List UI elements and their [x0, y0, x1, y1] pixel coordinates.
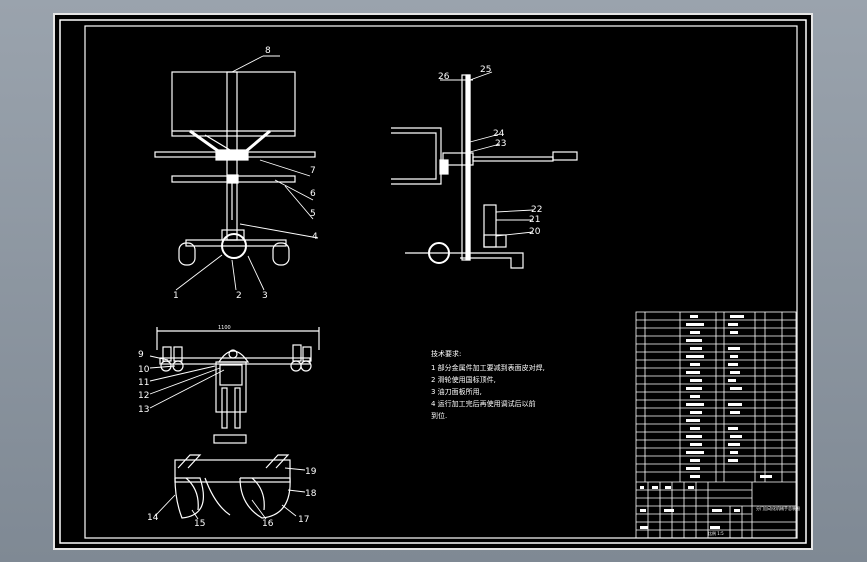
part-label-14: 14: [147, 513, 159, 523]
part-label-25: 25: [480, 65, 491, 75]
side-view: [391, 74, 578, 269]
part-label-2: 2: [236, 291, 242, 301]
part-label-7: 7: [310, 166, 316, 176]
tech-req-line-4: 4 运行加工完后再使用调试后以前: [431, 399, 536, 408]
part-label-11: 11: [138, 378, 149, 388]
part-label-20: 20: [529, 227, 541, 237]
part-label-3: 3: [262, 291, 268, 301]
outer-border: [59, 19, 807, 544]
tech-req-heading: 技术要求:: [431, 349, 461, 358]
part-label-21: 21: [529, 215, 540, 225]
inner-frame: [84, 25, 798, 539]
tech-req-line-5: 到位.: [431, 411, 447, 420]
part-label-24: 24: [493, 129, 505, 139]
overall-width-dimension: 1100: [218, 325, 231, 331]
part-label-22: 22: [531, 205, 542, 215]
technical-requirements: 技术要求: 1 部分金属件加工要减到表面皮对焊, 2 滑轮使用国标顶件, 3 油…: [431, 349, 545, 420]
part-label-12: 12: [138, 391, 149, 401]
part-label-4: 4: [312, 232, 318, 242]
part-label-10: 10: [138, 365, 150, 375]
parts-list-rows: [640, 315, 772, 529]
part-label-18: 18: [305, 489, 317, 499]
part-label-23: 23: [495, 139, 506, 149]
part-label-6: 6: [310, 189, 316, 199]
part-label-19: 19: [305, 467, 317, 477]
tech-req-line-1: 1 部分金属件加工要减到表面皮对焊,: [431, 363, 545, 372]
part-label-5: 5: [310, 209, 316, 219]
part-label-9: 9: [138, 350, 144, 360]
part-label-15: 15: [194, 519, 205, 529]
front-view: [154, 71, 316, 266]
part-label-16: 16: [262, 519, 274, 529]
tech-req-line-2: 2 滑轮使用国标顶件,: [431, 375, 496, 384]
part-label-17: 17: [298, 515, 309, 525]
leader-lines: [149, 55, 534, 520]
part-label-1: 1: [173, 291, 179, 301]
parts-list-table: [635, 311, 797, 539]
part-label-8: 8: [265, 46, 271, 56]
drawing-title: 分门自动化机械手总装图: [756, 505, 800, 511]
tech-req-line-3: 3 油刀面板所用,: [431, 387, 482, 396]
part-label-13: 13: [138, 405, 149, 415]
part-label-26: 26: [438, 72, 450, 82]
drawing-scale: 比例 1:5: [708, 530, 724, 536]
